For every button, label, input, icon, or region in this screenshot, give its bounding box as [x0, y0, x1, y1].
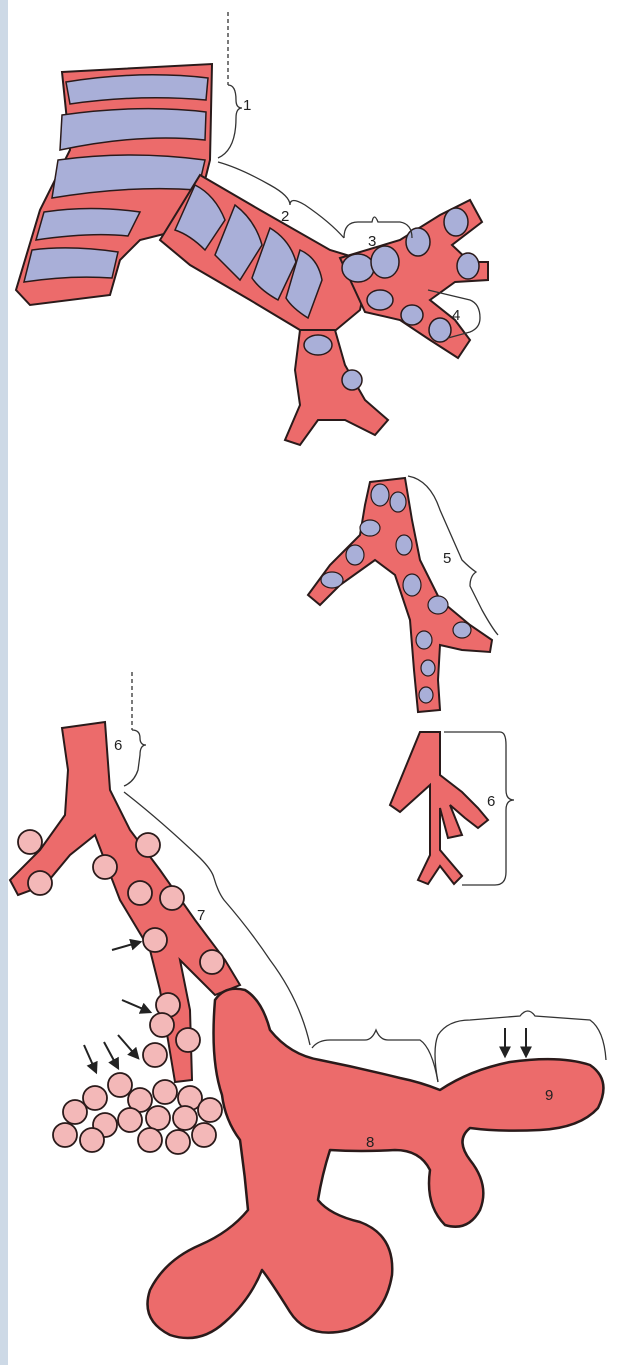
cartilage-plate	[390, 492, 406, 512]
alveolus	[108, 1073, 132, 1097]
alveolus	[53, 1123, 77, 1147]
alveolus	[63, 1100, 87, 1124]
label-1: 1	[243, 97, 251, 114]
arrow-right-icon	[118, 1035, 138, 1058]
alveolus	[28, 871, 52, 895]
cartilage-plate	[367, 290, 393, 310]
label-6-left: 6	[114, 737, 122, 754]
alveolus	[200, 950, 224, 974]
alveolus	[143, 928, 167, 952]
label-2: 2	[281, 208, 289, 225]
cartilage-plate	[428, 596, 448, 614]
alveolus	[176, 1028, 200, 1052]
cartilage-plate	[342, 254, 374, 282]
small-bronchus-illustration	[308, 478, 492, 712]
cartilage-plate	[371, 484, 389, 506]
arrow-right-icon	[122, 1000, 150, 1012]
alveolus	[93, 855, 117, 879]
alveolus	[80, 1128, 104, 1152]
alveolus	[118, 1108, 142, 1132]
cartilage-plate	[457, 253, 479, 279]
alveolus	[160, 886, 184, 910]
arrow-right-icon	[112, 942, 140, 950]
alveolar-duct-wall	[148, 989, 604, 1338]
label-7: 7	[197, 907, 205, 924]
cartilage-plate	[304, 335, 332, 355]
cartilage-plate	[401, 305, 423, 325]
alveolus	[192, 1123, 216, 1147]
label-9: 9	[545, 1087, 553, 1104]
cartilage-plate	[360, 520, 380, 536]
label-4: 4	[452, 307, 460, 324]
label-8: 8	[366, 1134, 374, 1151]
label-3: 3	[368, 233, 376, 250]
cartilage-plate	[342, 370, 362, 390]
cartilage-ring	[36, 209, 140, 241]
segmental-bronchus-wall	[285, 330, 388, 445]
cartilage-plate	[429, 318, 451, 342]
arrow-right-icon	[104, 1042, 118, 1068]
alveolus	[150, 1013, 174, 1037]
arrow-right-icon	[84, 1045, 96, 1072]
label-5: 5	[443, 550, 451, 567]
cartilage-plate	[419, 687, 433, 703]
alveolus	[138, 1128, 162, 1152]
small-bronchus-wall	[308, 478, 492, 712]
cartilage-plate	[403, 574, 421, 596]
alveolus	[128, 881, 152, 905]
cartilage-plate	[421, 660, 435, 676]
cartilage-plate	[416, 631, 432, 649]
alveolus	[166, 1130, 190, 1154]
cartilage-plate	[406, 228, 430, 256]
cartilage-plate	[396, 535, 412, 555]
cartilage-plate	[453, 622, 471, 638]
alveolus	[198, 1098, 222, 1122]
alveolus	[153, 1080, 177, 1104]
alveolus	[146, 1106, 170, 1130]
cartilage-plate	[321, 572, 343, 588]
cartilage-ring	[24, 248, 118, 282]
alveolus	[173, 1106, 197, 1130]
cartilage-plate	[346, 545, 364, 565]
main-bronchus-illustration	[16, 64, 488, 445]
alveolus	[136, 833, 160, 857]
respiratory-zone-illustration	[10, 672, 606, 1338]
cartilage-plate	[371, 246, 399, 278]
label-6-right: 6	[487, 793, 495, 810]
bronchiole-wall	[390, 732, 488, 884]
terminal-bronchiole-wall	[10, 722, 240, 1082]
alveolus	[143, 1043, 167, 1067]
label-brackets-bottom	[124, 672, 606, 1082]
cartilage-plate	[444, 208, 468, 236]
alveolus	[18, 830, 42, 854]
